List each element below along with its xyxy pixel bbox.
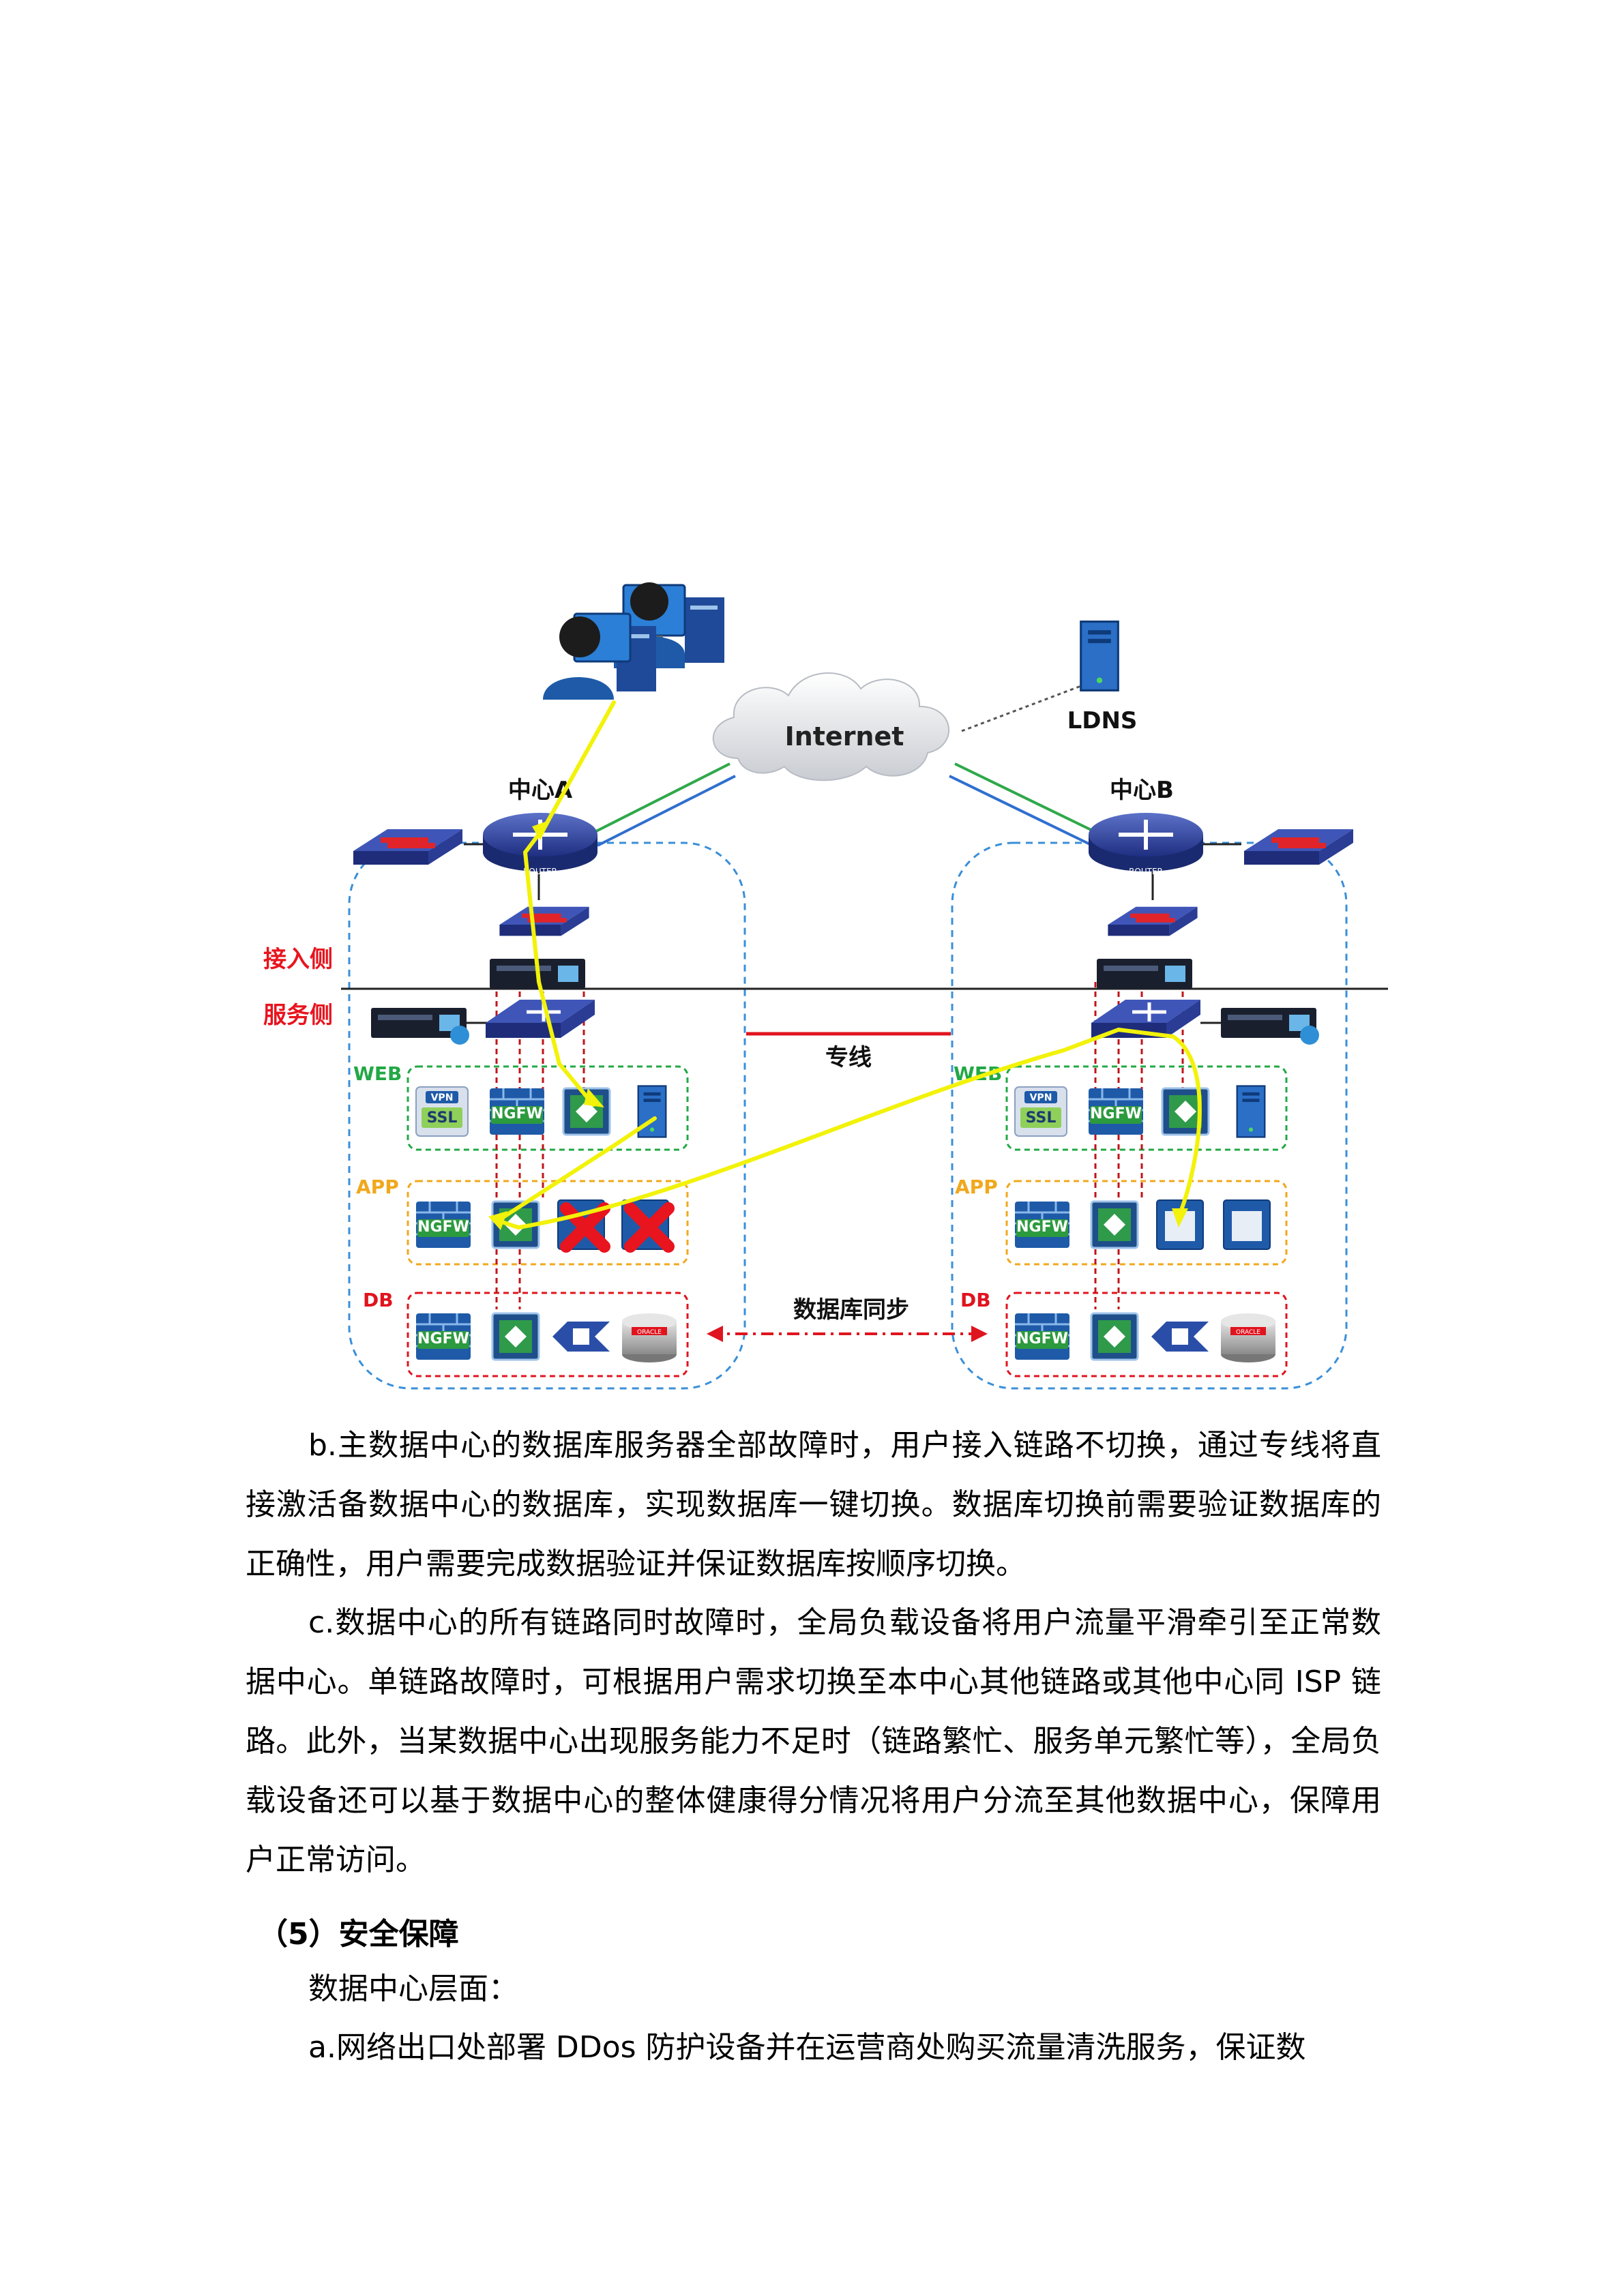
core-switch-a-icon: [486, 1000, 595, 1038]
firewall-b-icon: [1108, 907, 1197, 936]
internet-cloud: [712, 672, 950, 781]
ngfw-web-b-tag: NGFW: [1090, 1105, 1142, 1122]
sub-heading: 数据中心层面：: [308, 1971, 518, 2006]
edge-firewall-a-icon: [353, 829, 462, 865]
tier-db-label-a: DB: [363, 1289, 394, 1311]
path-arrow-icon: [584, 1088, 604, 1107]
lb-db-a-icon: [491, 1312, 540, 1361]
section-heading-5: （5）安全保障: [258, 1917, 459, 1952]
path-arrow-icon: [1172, 1208, 1188, 1227]
ldns-label: LDNS: [1067, 707, 1138, 734]
gslb-b-icon: [1097, 959, 1192, 989]
side-server-a-icon: [371, 1008, 469, 1045]
vpn-ssl-b-icon: [1014, 1086, 1067, 1137]
vpn-tag-a: VPN: [431, 1092, 454, 1103]
vpn-ssl-a-icon: [415, 1086, 469, 1137]
web-server-a-icon: [637, 1085, 667, 1138]
center-b-label: 中心B: [1110, 777, 1174, 804]
oracle-tag-b: ORACLE: [1236, 1329, 1260, 1336]
path-arrow-icon: [488, 1211, 507, 1230]
failure-x-icon: [624, 1202, 675, 1253]
lb-db-b-icon: [1090, 1312, 1139, 1361]
oracle-tag-a: ORACLE: [637, 1329, 662, 1336]
network-diagram: Internet LDNS 中心A 中心B ROUTER ROUTER: [263, 582, 1388, 1390]
tier-web-label-a: WEB: [353, 1062, 402, 1085]
ldns-server-icon: [1080, 621, 1119, 691]
app-server-b2-icon: [1223, 1199, 1271, 1250]
ngfw-db-b-tag: NGFW: [1016, 1330, 1068, 1347]
db-sync-label: 数据库同步: [793, 1296, 909, 1324]
ngfw-db-a-tag: NGFW: [417, 1330, 469, 1347]
db-gateway-b-icon: [1151, 1322, 1209, 1352]
paragraph-b: b.主数据中心的数据库服务器全部故障时，用户接入链路不切换，通过专线将直接激活备…: [246, 1428, 1381, 1581]
service-side-label: 服务侧: [263, 1002, 333, 1029]
tier-app-label-a: APP: [356, 1176, 399, 1198]
access-side-label: 接入侧: [263, 946, 333, 973]
ngfw-app-b-tag: NGFW: [1016, 1219, 1068, 1236]
oracle-db-a-icon: [622, 1313, 677, 1362]
router-a-icon: [483, 813, 597, 871]
paragraph-a: a.网络出口处部署 DDos 防护设备并在运营商处购买流量清洗服务，保证数: [308, 2030, 1306, 2065]
internet-label: Internet: [785, 721, 904, 751]
paragraph-c: c.数据中心的所有链路同时故障时，全局负载设备将用户流量平滑牵引至正常数据中心。…: [246, 1605, 1381, 1877]
ssl-tag-b: SSL: [1026, 1109, 1057, 1127]
router-b-icon: [1089, 813, 1203, 871]
side-server-b-icon: [1221, 1008, 1319, 1045]
leased-line-label: 专线: [825, 1044, 872, 1071]
traffic-path: [493, 700, 1202, 1229]
ngfw-app-a-tag: NGFW: [417, 1219, 469, 1236]
ngfw-web-a-tag: NGFW: [491, 1105, 543, 1122]
router-b-tag: ROUTER: [1129, 867, 1163, 876]
path-arrow-icon: [532, 820, 551, 840]
ssl-tag-a: SSL: [427, 1109, 458, 1127]
db-gateway-a-icon: [552, 1322, 610, 1352]
tier-db-label-b: DB: [960, 1289, 991, 1311]
tier-app-label-b: APP: [955, 1176, 998, 1198]
web-server-b-icon: [1236, 1085, 1266, 1138]
firewall-a-icon: [499, 907, 589, 936]
vpn-tag-b: VPN: [1030, 1092, 1052, 1103]
edge-firewall-b-icon: [1244, 829, 1353, 865]
oracle-db-b-icon: [1221, 1313, 1275, 1362]
router-a-tag: ROUTER: [523, 867, 557, 876]
lb-app-b-icon: [1090, 1200, 1139, 1249]
users-icon: [543, 582, 724, 700]
